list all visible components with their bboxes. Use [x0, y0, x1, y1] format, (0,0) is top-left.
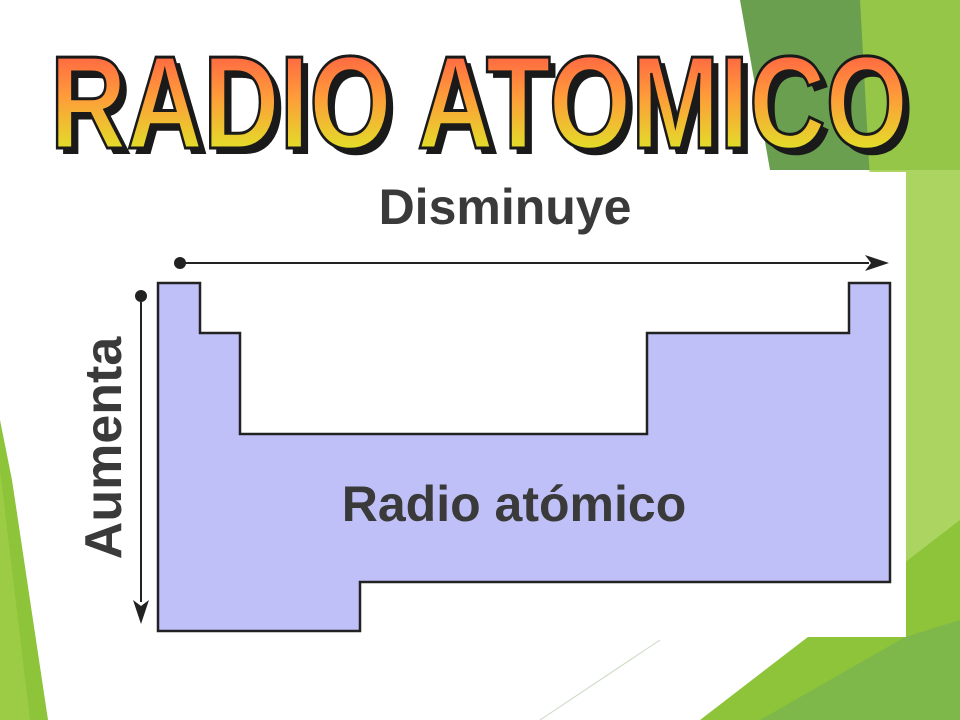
- green-shape-left-light: [0, 470, 30, 720]
- center-label: Radio atómico: [342, 476, 686, 532]
- vertical-arrow-head: [133, 600, 149, 624]
- slide-title-text: RADIO ATOMICO: [50, 29, 908, 165]
- slide-title: RADIO ATOMICO RADIO ATOMICO: [49, 28, 915, 166]
- decorative-thin-line: [539, 639, 661, 720]
- slide-title-shadow: RADIO ATOMICO: [56, 35, 914, 165]
- periodic-table-diagram: Disminuye Aumenta Radio atómico: [75, 179, 892, 633]
- horizontal-label: Disminuye: [379, 179, 632, 235]
- diagram-panel: Disminuye Aumenta Radio atómico: [59, 172, 906, 637]
- vertical-label: Aumenta: [75, 336, 133, 560]
- periodic-table-shape: [156, 281, 892, 633]
- green-shape-bottom-right-dark: [760, 620, 960, 720]
- horizontal-arrow-head: [865, 255, 889, 271]
